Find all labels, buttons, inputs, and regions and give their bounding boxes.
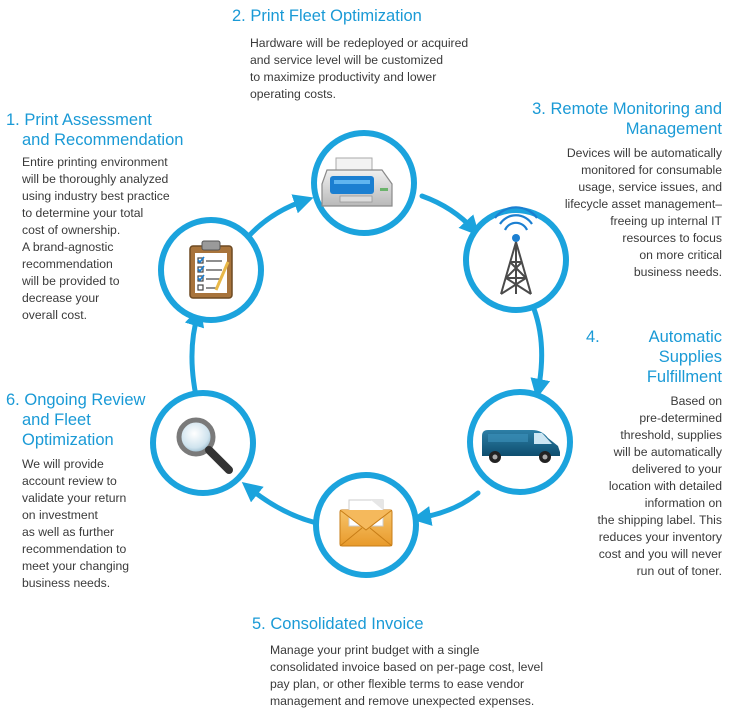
step-1-title: 1. Print Assessment and Recommendation (6, 110, 183, 150)
step-1-line: cost of ownership. (22, 223, 121, 237)
step-3-line: resources to focus (622, 231, 722, 245)
step-5-line: consolidated invoice based on per-page c… (270, 660, 544, 674)
step-5-title-line: Consolidated Invoice (270, 615, 424, 633)
step-3-line: freeing up internal IT (610, 214, 722, 228)
step-4-number: 4. (586, 328, 600, 346)
delivery-van-icon (482, 430, 560, 463)
step-6-line: account review to (22, 474, 117, 488)
arrow-5-to-6 (241, 481, 316, 525)
step-1-line: using industry best practice (22, 189, 170, 203)
step-2-title: 2. Print Fleet Optimization (232, 6, 422, 26)
step-4-title-line: Supplies (658, 348, 722, 366)
step-2-line: and service level will be customized (250, 53, 444, 67)
step-3-title: 3. Remote Monitoring and Management (532, 99, 722, 139)
step-1-line: to determine your total (22, 206, 144, 220)
step-4-line: pre-determined (639, 411, 722, 425)
step-2-title-line: Print Fleet Optimization (250, 7, 422, 25)
cycle-arrows (184, 193, 551, 526)
envelope-icon (339, 499, 393, 547)
step-circles (150, 130, 573, 578)
step-6-line: on investment (22, 508, 98, 522)
arrow-1-to-2 (244, 194, 314, 241)
step-6-title-line: Ongoing Review (24, 391, 146, 409)
step-4-line: information on (644, 496, 722, 510)
step-3-line: usage, service issues, and (578, 180, 722, 194)
step-2-description: Hardware will be redeployed or acquired … (250, 35, 468, 103)
step-6-title-line: Optimization (22, 431, 114, 449)
step-4-line: delivered to your (631, 462, 722, 476)
step-4-line: reduces your inventory (598, 530, 722, 544)
step-6-line: validate your return (22, 491, 127, 505)
step-3-line: Devices will be automatically (566, 146, 722, 160)
step-5-line: pay plan, or other flexible terms to eas… (270, 677, 525, 691)
step-2-line: Hardware will be redeployed or acquired (250, 36, 469, 50)
step-4-title-line: Fulfillment (646, 368, 722, 386)
step-3-line: business needs. (633, 265, 722, 279)
step-4-description: Based on pre-determined threshold, suppl… (598, 393, 722, 580)
step-1-line: Entire printing environment (22, 155, 168, 169)
step-3-title-line: Management (625, 120, 722, 138)
step-6-line: We will provide (22, 457, 104, 471)
step-4-line: Based on (670, 394, 723, 408)
printer-icon (321, 157, 393, 207)
step-5-number: 5. (252, 615, 266, 633)
step-6-line: recommendation to (22, 542, 127, 556)
step-3-title-line: Remote Monitoring and (550, 100, 722, 118)
step-5-line: management and remove unexpected expense… (270, 694, 535, 708)
arrow-4-to-5 (411, 490, 481, 526)
step-3-description: Devices will be automatically monitored … (565, 145, 722, 281)
clipboard-checklist-icon (189, 240, 233, 299)
step-5-line: Manage your print budget with a single (270, 643, 480, 657)
step-6-line: as well as further (22, 525, 115, 539)
step-6-line: business needs. (22, 576, 111, 590)
step-4-line: location with detailed (608, 479, 722, 493)
step-4-title: Automatic Supplies Fulfillment (647, 327, 722, 387)
step-1-line: overall cost. (22, 308, 88, 322)
step-3-line: on more critical (639, 248, 722, 262)
arrow-6-to-1 (184, 306, 205, 399)
step-2-line: operating costs. (250, 87, 337, 101)
step-4-line: will be automatically (613, 445, 722, 459)
step-6-number: 6. (6, 391, 20, 409)
step-4-line: run out of toner. (636, 564, 722, 578)
step-1-line: will be provided to (22, 274, 120, 288)
step-5-title: 5. Consolidated Invoice (252, 614, 424, 634)
step-1-number: 1. (6, 111, 20, 129)
step-5-description: Manage your print budget with a single c… (270, 642, 543, 710)
step-1-title-line: Print Assessment (24, 111, 152, 129)
step-4-title-line: Automatic (648, 328, 722, 346)
step-2-line: to maximize productivity and lower (250, 70, 437, 84)
step-2-number: 2. (232, 7, 246, 25)
step-3-line: monitored for consumable (581, 163, 722, 177)
arrow-2-to-3 (419, 193, 480, 236)
step-4-line: threshold, supplies (620, 428, 722, 442)
step-1-line: recommendation (22, 257, 113, 271)
step-1-line: decrease your (22, 291, 100, 305)
step-1-description: Entire printing environment will be thor… (22, 154, 170, 324)
step-6-line: meet your changing (22, 559, 130, 573)
step-1-line: will be thoroughly analyzed (22, 172, 169, 186)
radio-tower-icon (494, 206, 538, 295)
step-3-line: lifecycle asset management– (564, 197, 722, 211)
magnifying-glass-icon (176, 417, 233, 474)
step-1-line: A brand-agnostic (22, 240, 114, 254)
step-6-title-line: and Fleet (22, 411, 91, 429)
step-4-line: the shipping label. This (597, 513, 722, 527)
step-6-title: 6. Ongoing Review and Fleet Optimization (6, 390, 145, 450)
step-4-line: cost and you will never (598, 547, 722, 561)
step-6-description: We will provide account review to valida… (22, 456, 129, 592)
arrow-3-to-4 (530, 306, 551, 399)
step-3-number: 3. (532, 100, 546, 118)
step-1-title-line: and Recommendation (22, 131, 184, 149)
